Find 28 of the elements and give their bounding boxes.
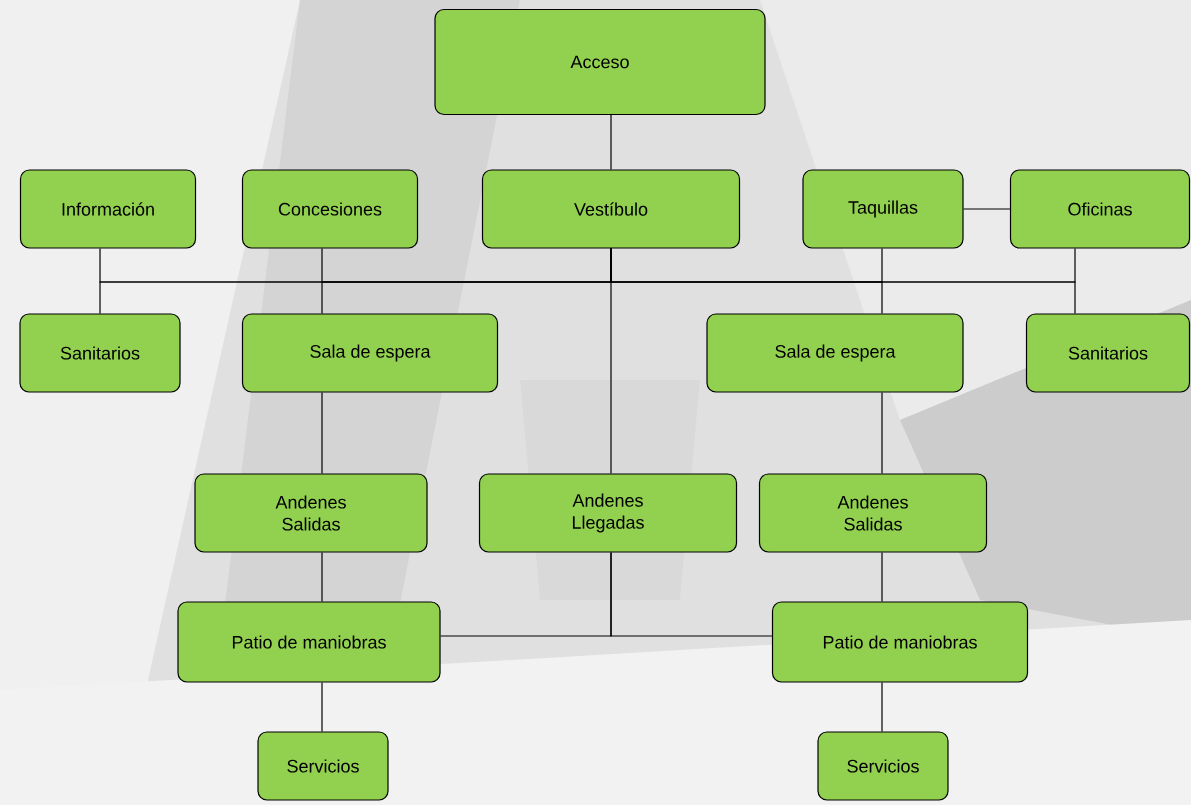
process-box: Andenes Salidas (758, 473, 988, 553)
process-box: Sanitarios (19, 313, 181, 393)
connector-line (881, 682, 883, 732)
connector-line (321, 682, 323, 732)
process-box: Taquillas (802, 169, 964, 249)
connector-line (963, 208, 1011, 210)
connector-line (610, 552, 773, 637)
process-box: Oficinas (1009, 169, 1191, 249)
process-box: Patio de maniobras (177, 601, 441, 683)
process-box: Sala de espera (706, 313, 964, 393)
process-box: Servicios (817, 731, 949, 801)
connector-line (881, 392, 883, 474)
connector-line (321, 392, 323, 474)
connector-line (881, 552, 883, 602)
process-box: Concesiones (241, 169, 419, 249)
process-box: Patio de maniobras (771, 601, 1029, 683)
process-box: Servicios (257, 731, 389, 801)
process-box: Información (19, 169, 197, 249)
connector-line (610, 248, 612, 474)
process-box: Sanitarios (1025, 313, 1191, 393)
process-box: Andenes Salidas (194, 473, 428, 553)
process-box: Vestíbulo (481, 169, 741, 249)
process-box: Acceso (434, 8, 766, 116)
process-box: Sala de espera (241, 313, 499, 393)
connector-line (321, 552, 323, 602)
process-box: Andenes Llegadas (478, 473, 738, 553)
connector-line (610, 114, 612, 170)
node-label: Sanitarios (1068, 346, 1148, 360)
